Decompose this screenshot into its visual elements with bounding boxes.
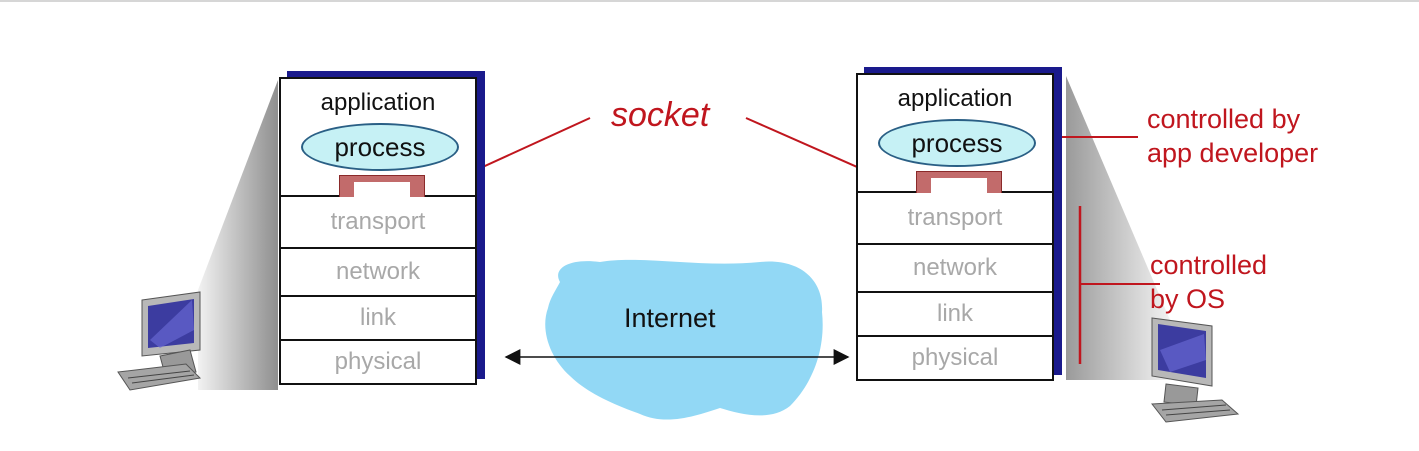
left-network-layer: network xyxy=(279,249,477,297)
right-application-label: application xyxy=(897,85,1013,112)
socket-label: socket xyxy=(611,96,710,134)
left-link-layer: link xyxy=(279,297,477,341)
right-physical-layer: physical xyxy=(856,337,1054,381)
right-protocol-stack: application process transport network li… xyxy=(856,67,1062,381)
internet-cloud xyxy=(545,259,823,420)
left-transport-layer: transport xyxy=(279,197,477,249)
app-developer-label: controlled by app developer xyxy=(1147,102,1318,170)
os-label: controlled by OS xyxy=(1150,248,1267,316)
left-protocol-stack: application process transport network li… xyxy=(279,71,485,385)
os-label-line-1: controlled xyxy=(1150,250,1268,280)
right-application-layer: application process xyxy=(856,73,1054,205)
right-host-beam xyxy=(1066,76,1170,380)
app-developer-label-line-2: app developer xyxy=(1147,138,1319,168)
left-process-ellipse: process xyxy=(301,123,459,171)
left-application-label: application xyxy=(320,89,436,116)
app-developer-label-line-1: controlled by xyxy=(1147,104,1301,134)
left-computer-icon xyxy=(117,291,202,391)
top-border xyxy=(0,0,1419,2)
right-network-layer: network xyxy=(856,245,1054,293)
left-physical-layer: physical xyxy=(279,341,477,385)
left-application-layer: application process xyxy=(279,77,477,209)
right-process-ellipse: process xyxy=(878,119,1036,167)
right-computer-icon xyxy=(1151,317,1240,423)
right-transport-layer: transport xyxy=(856,193,1054,245)
right-link-layer: link xyxy=(856,293,1054,337)
left-host-beam xyxy=(198,80,278,390)
os-label-line-2: by OS xyxy=(1150,284,1226,314)
internet-label: Internet xyxy=(624,303,716,333)
